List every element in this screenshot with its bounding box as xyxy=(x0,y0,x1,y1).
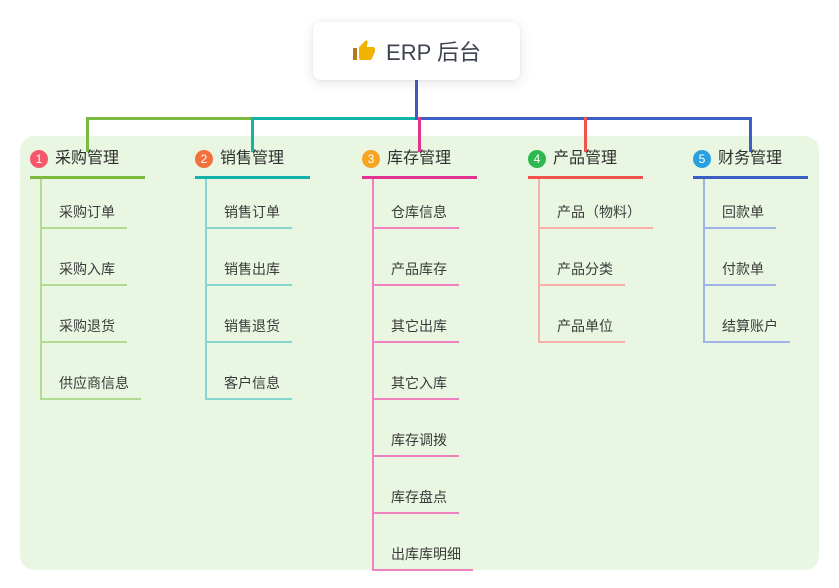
branch-title[interactable]: 3 库存管理 xyxy=(362,148,477,179)
trunk-segment xyxy=(86,117,251,120)
trunk-segment xyxy=(251,117,418,120)
child-node[interactable]: 其它入库 xyxy=(374,343,459,400)
child-node[interactable]: 销售退货 xyxy=(207,286,292,343)
child-node[interactable]: 销售出库 xyxy=(207,229,292,286)
child-node[interactable]: 仓库信息 xyxy=(374,179,459,229)
branch-number-badge: 3 xyxy=(362,150,380,168)
branch-3: 3 库存管理仓库信息产品库存其它出库其它入库库存调拨库存盘点出库库明细 xyxy=(362,148,492,571)
child-node[interactable]: 采购入库 xyxy=(42,229,127,286)
branch-title-label: 采购管理 xyxy=(55,150,120,167)
child-node[interactable]: 回款单 xyxy=(705,179,776,229)
branch-title[interactable]: 2 销售管理 xyxy=(195,148,310,179)
branch-children: 采购订单采购入库采购退货供应商信息 xyxy=(40,179,141,400)
branch-drop-line xyxy=(86,117,89,152)
branch-title[interactable]: 4 产品管理 xyxy=(528,148,643,179)
branch-title-label: 销售管理 xyxy=(220,150,285,167)
branch-number-badge: 4 xyxy=(528,150,546,168)
child-node[interactable]: 库存调拨 xyxy=(374,400,459,457)
branch-drop-line xyxy=(749,117,752,152)
child-node[interactable]: 付款单 xyxy=(705,229,776,286)
branch-drop-line xyxy=(251,117,254,152)
child-node[interactable]: 产品单位 xyxy=(540,286,625,343)
child-node[interactable]: 库存盘点 xyxy=(374,457,459,514)
branch-title[interactable]: 1 采购管理 xyxy=(30,148,145,179)
branch-children: 销售订单销售出库销售退货客户信息 xyxy=(205,179,292,400)
root-stem-line xyxy=(415,80,418,117)
child-node[interactable]: 结算账户 xyxy=(705,286,790,343)
child-node[interactable]: 采购退货 xyxy=(42,286,127,343)
child-node[interactable]: 产品库存 xyxy=(374,229,459,286)
child-node[interactable]: 客户信息 xyxy=(207,343,292,400)
branch-title-label: 库存管理 xyxy=(387,150,452,167)
branch-1: 1 采购管理采购订单采购入库采购退货供应商信息 xyxy=(30,148,160,400)
branch-number-badge: 2 xyxy=(195,150,213,168)
child-node[interactable]: 产品分类 xyxy=(540,229,625,286)
root-label: ERP 后台 xyxy=(386,40,481,65)
branch-2: 2 销售管理销售订单销售出库销售退货客户信息 xyxy=(195,148,325,400)
branch-title-label: 财务管理 xyxy=(718,150,783,167)
thumbs-up-icon xyxy=(352,39,376,63)
branch-5: 5 财务管理回款单付款单结算账户 xyxy=(693,148,823,343)
branch-number-badge: 5 xyxy=(693,150,711,168)
branch-drop-line xyxy=(584,117,587,152)
branch-children: 回款单付款单结算账户 xyxy=(703,179,790,343)
child-node[interactable]: 其它出库 xyxy=(374,286,459,343)
branch-children: 产品（物料）产品分类产品单位 xyxy=(538,179,653,343)
branch-children: 仓库信息产品库存其它出库其它入库库存调拨库存盘点出库库明细 xyxy=(372,179,473,571)
branch-title-label: 产品管理 xyxy=(553,150,618,167)
branches-panel xyxy=(20,136,819,570)
branch-4: 4 产品管理产品（物料）产品分类产品单位 xyxy=(528,148,658,343)
child-node[interactable]: 出库库明细 xyxy=(374,514,473,571)
branch-title[interactable]: 5 财务管理 xyxy=(693,148,808,179)
child-node[interactable]: 销售订单 xyxy=(207,179,292,229)
trunk-segment xyxy=(415,117,752,120)
child-node[interactable]: 供应商信息 xyxy=(42,343,141,400)
branch-drop-line xyxy=(418,117,421,152)
child-node[interactable]: 产品（物料） xyxy=(540,179,653,229)
branch-number-badge: 1 xyxy=(30,150,48,168)
root-node[interactable]: ERP 后台 xyxy=(313,22,520,80)
child-node[interactable]: 采购订单 xyxy=(42,179,127,229)
